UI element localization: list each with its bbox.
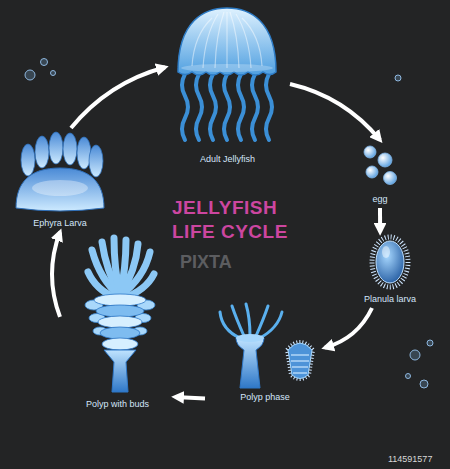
adult-jellyfish-part-part: [196, 74, 202, 140]
polyp-with-buds-part: [94, 294, 146, 350]
egg-stage: egg: [355, 140, 405, 208]
cycle-arrow: [290, 84, 380, 140]
planula-stage: Planula larva: [345, 232, 435, 308]
adult-jellyfish-part: [182, 74, 272, 140]
ephyra-larva-part: [32, 180, 88, 196]
polyp-buds-stage: Polyp with buds: [60, 235, 175, 413]
eggs: [364, 146, 397, 185]
polyp-part-part: [260, 312, 282, 338]
watermark: PIXTA: [180, 252, 232, 273]
polyp-with-buds-part: [104, 350, 136, 392]
adult-jellyfish-part: [178, 8, 276, 75]
adult-jellyfish-part-part: [192, 18, 212, 66]
eggs-part: [364, 146, 376, 158]
adult-jellyfish-part-part: [236, 14, 251, 68]
ephyra-larva-part-part: [49, 132, 63, 164]
polyp-with-buds-part-part: [100, 327, 140, 339]
planula-larva: [372, 237, 408, 287]
planula-larva-part: [376, 241, 404, 283]
bubbles-part: [410, 350, 420, 360]
adult-jellyfish-part: [192, 12, 262, 68]
ephyra-larva: [16, 132, 104, 211]
bubbles-part: [25, 70, 35, 80]
adult-jellyfish-part-part: [182, 74, 188, 140]
polyp-part: [288, 343, 312, 379]
polyp-part-part: [291, 360, 309, 361]
bubbles-part: [51, 71, 56, 76]
diagram-title: JELLYFISH LIFE CYCLE: [172, 196, 312, 244]
ephyra-larva-part-part: [35, 136, 49, 168]
ephyra-larva-part: [16, 168, 104, 211]
polyp-with-buds-part-part: [96, 305, 144, 317]
adult-jellyfish-part-part: [215, 12, 224, 68]
eggs-part: [378, 153, 392, 167]
adult-jellyfish-part-part: [224, 74, 230, 140]
ephyra-larva-part-part: [89, 145, 103, 177]
planula-larva-part: [382, 246, 390, 258]
bubbles-part: [427, 340, 433, 346]
adult-jellyfish-part-part: [210, 74, 216, 140]
bubbles: [25, 59, 433, 389]
adult-jellyfish-part-part: [266, 74, 272, 140]
adult-jellyfish-part-part: [242, 18, 262, 66]
bubbles-part: [395, 75, 401, 81]
stage-label: Polyp with buds: [86, 399, 149, 410]
image-id: 114591577: [388, 454, 432, 464]
cycle-arrow: [52, 232, 60, 317]
ephyra-stage: Ephyra Larva: [5, 128, 115, 232]
polyp-part: [220, 304, 282, 338]
polyp-part: [236, 334, 264, 342]
polyp-part-part: [291, 354, 309, 355]
adult-jellyfish-part-part: [238, 74, 244, 140]
adult-jellyfish-part: [181, 64, 273, 72]
adult-jellyfish-part-part: [226, 12, 227, 68]
polyp-part: [236, 338, 264, 388]
polyp-with-buds-part-part: [102, 338, 138, 350]
polyp-with-buds-part-part: [94, 294, 146, 306]
eggs-part: [384, 172, 397, 185]
polyp-part-part: [256, 306, 268, 336]
stage-label: Planula larva: [364, 294, 416, 305]
cycle-arrow: [325, 308, 372, 348]
eggs-part: [366, 166, 378, 178]
planula-larva-part: [372, 237, 408, 287]
bubbles-part: [420, 380, 428, 388]
bubbles-part: [41, 59, 48, 66]
polyp-part-part: [232, 306, 244, 336]
polyp-part-part: [246, 304, 250, 336]
polyp-part: [287, 342, 313, 379]
bubbles-part: [406, 374, 411, 379]
adult-stage: Adult Jellyfish: [165, 0, 290, 168]
adult-jellyfish: [178, 8, 276, 140]
ephyra-larva-part-part: [63, 133, 77, 165]
ephyra-larva-part-part: [21, 144, 35, 176]
stage-label: egg: [372, 194, 387, 205]
polyp-stage: Polyp phase: [205, 300, 325, 406]
polyp-part-part: [292, 366, 308, 367]
cycle-arrow: [378, 208, 382, 232]
adult-jellyfish-part-part: [252, 74, 258, 140]
polyp-part: [291, 355, 309, 373]
adult-jellyfish-part-part: [230, 12, 239, 68]
polyp-with-buds: [85, 238, 155, 392]
cycle-arrow: [175, 397, 205, 399]
polyp-with-buds-part-part: [98, 316, 142, 328]
polyp-with-buds-part: [88, 238, 154, 298]
polyp-part-part: [293, 372, 307, 373]
stage-label: Polyp phase: [240, 392, 290, 403]
stage-label: Ephyra Larva: [33, 218, 87, 229]
stage-label: Adult Jellyfish: [200, 154, 255, 165]
cycle-arrow: [71, 67, 165, 128]
polyp: [220, 304, 313, 388]
